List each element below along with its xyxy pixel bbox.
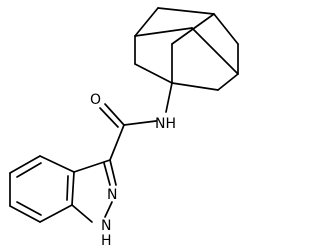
bond xyxy=(39,204,73,223)
molecule-structure: O NH N N H xyxy=(9,7,239,249)
bond xyxy=(134,27,193,37)
bond xyxy=(109,124,125,161)
bond xyxy=(9,155,41,174)
bond xyxy=(9,205,41,223)
adamantane-cage xyxy=(134,7,239,91)
bond xyxy=(16,201,42,216)
bond xyxy=(134,63,173,84)
bond xyxy=(109,159,117,186)
bond xyxy=(104,201,113,218)
bond xyxy=(99,107,119,128)
bond xyxy=(123,120,157,126)
bond xyxy=(104,103,125,126)
bond xyxy=(71,171,75,206)
bond xyxy=(16,162,42,178)
bond xyxy=(171,82,219,91)
bond xyxy=(71,204,93,223)
bond xyxy=(103,162,111,186)
bond xyxy=(134,7,159,37)
bond xyxy=(39,155,75,173)
bond xyxy=(157,7,215,15)
indazole-ring xyxy=(9,155,117,223)
bond xyxy=(73,159,111,173)
oxygen-label: O xyxy=(90,92,101,108)
bond xyxy=(191,27,239,75)
bond xyxy=(66,175,69,201)
amide-group xyxy=(99,82,173,161)
bond xyxy=(213,13,239,45)
ring-nh-h-label: H xyxy=(101,233,112,249)
ring-nh-n-label: N xyxy=(101,218,111,234)
amide-nh-label: NH xyxy=(155,116,176,132)
bond xyxy=(165,82,173,113)
bond xyxy=(217,73,239,91)
structure-canvas: O NH N N H xyxy=(9,7,239,249)
ring-n-label: N xyxy=(107,187,117,203)
